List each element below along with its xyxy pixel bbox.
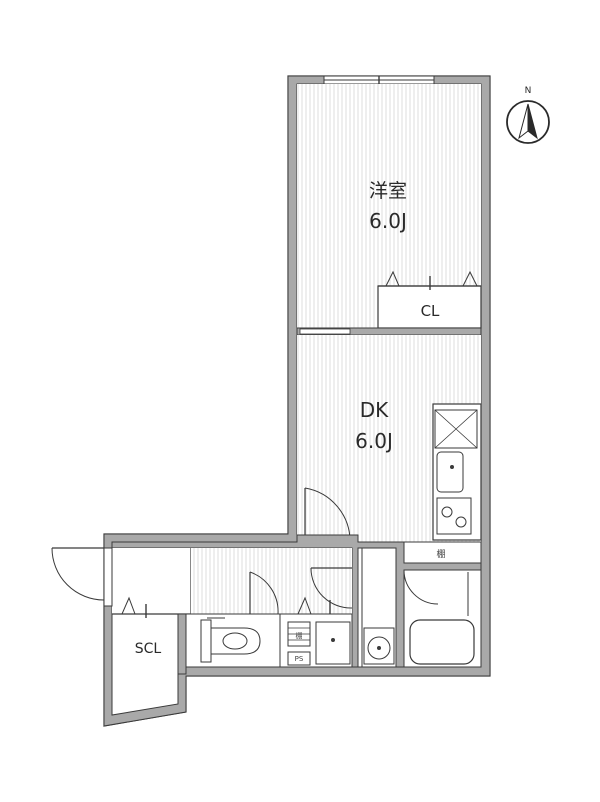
toilet-room [185,571,281,668]
front-door [51,547,113,607]
north-compass-icon [506,100,550,144]
scl-label: SCL [135,641,162,657]
closet [377,270,482,329]
washbasin-area [361,547,397,668]
closet-label: CL [421,302,440,320]
compass-label: N [525,86,532,96]
bathroom [403,569,482,668]
hallway-floor [190,548,352,614]
dk-door [304,487,351,543]
kitchen-counter [432,403,482,541]
entrance-floor [112,548,190,614]
wash-room [279,567,353,668]
western-room-name: 洋室 [369,180,407,202]
dk-room-size: 6.0J [355,429,393,453]
window-top [323,75,435,85]
ps-label: PS [295,655,304,663]
kitchen-shelf-label: 棚 [436,548,445,560]
scl-wall [177,613,187,675]
wc-shelf-label: 棚 [296,631,303,640]
scl-storage [112,596,190,618]
kitchen-shelf [403,541,482,564]
dk-room-name: DK [360,398,389,422]
western-room-size: 6.0J [369,209,407,233]
doorway-western-dk [299,328,351,335]
